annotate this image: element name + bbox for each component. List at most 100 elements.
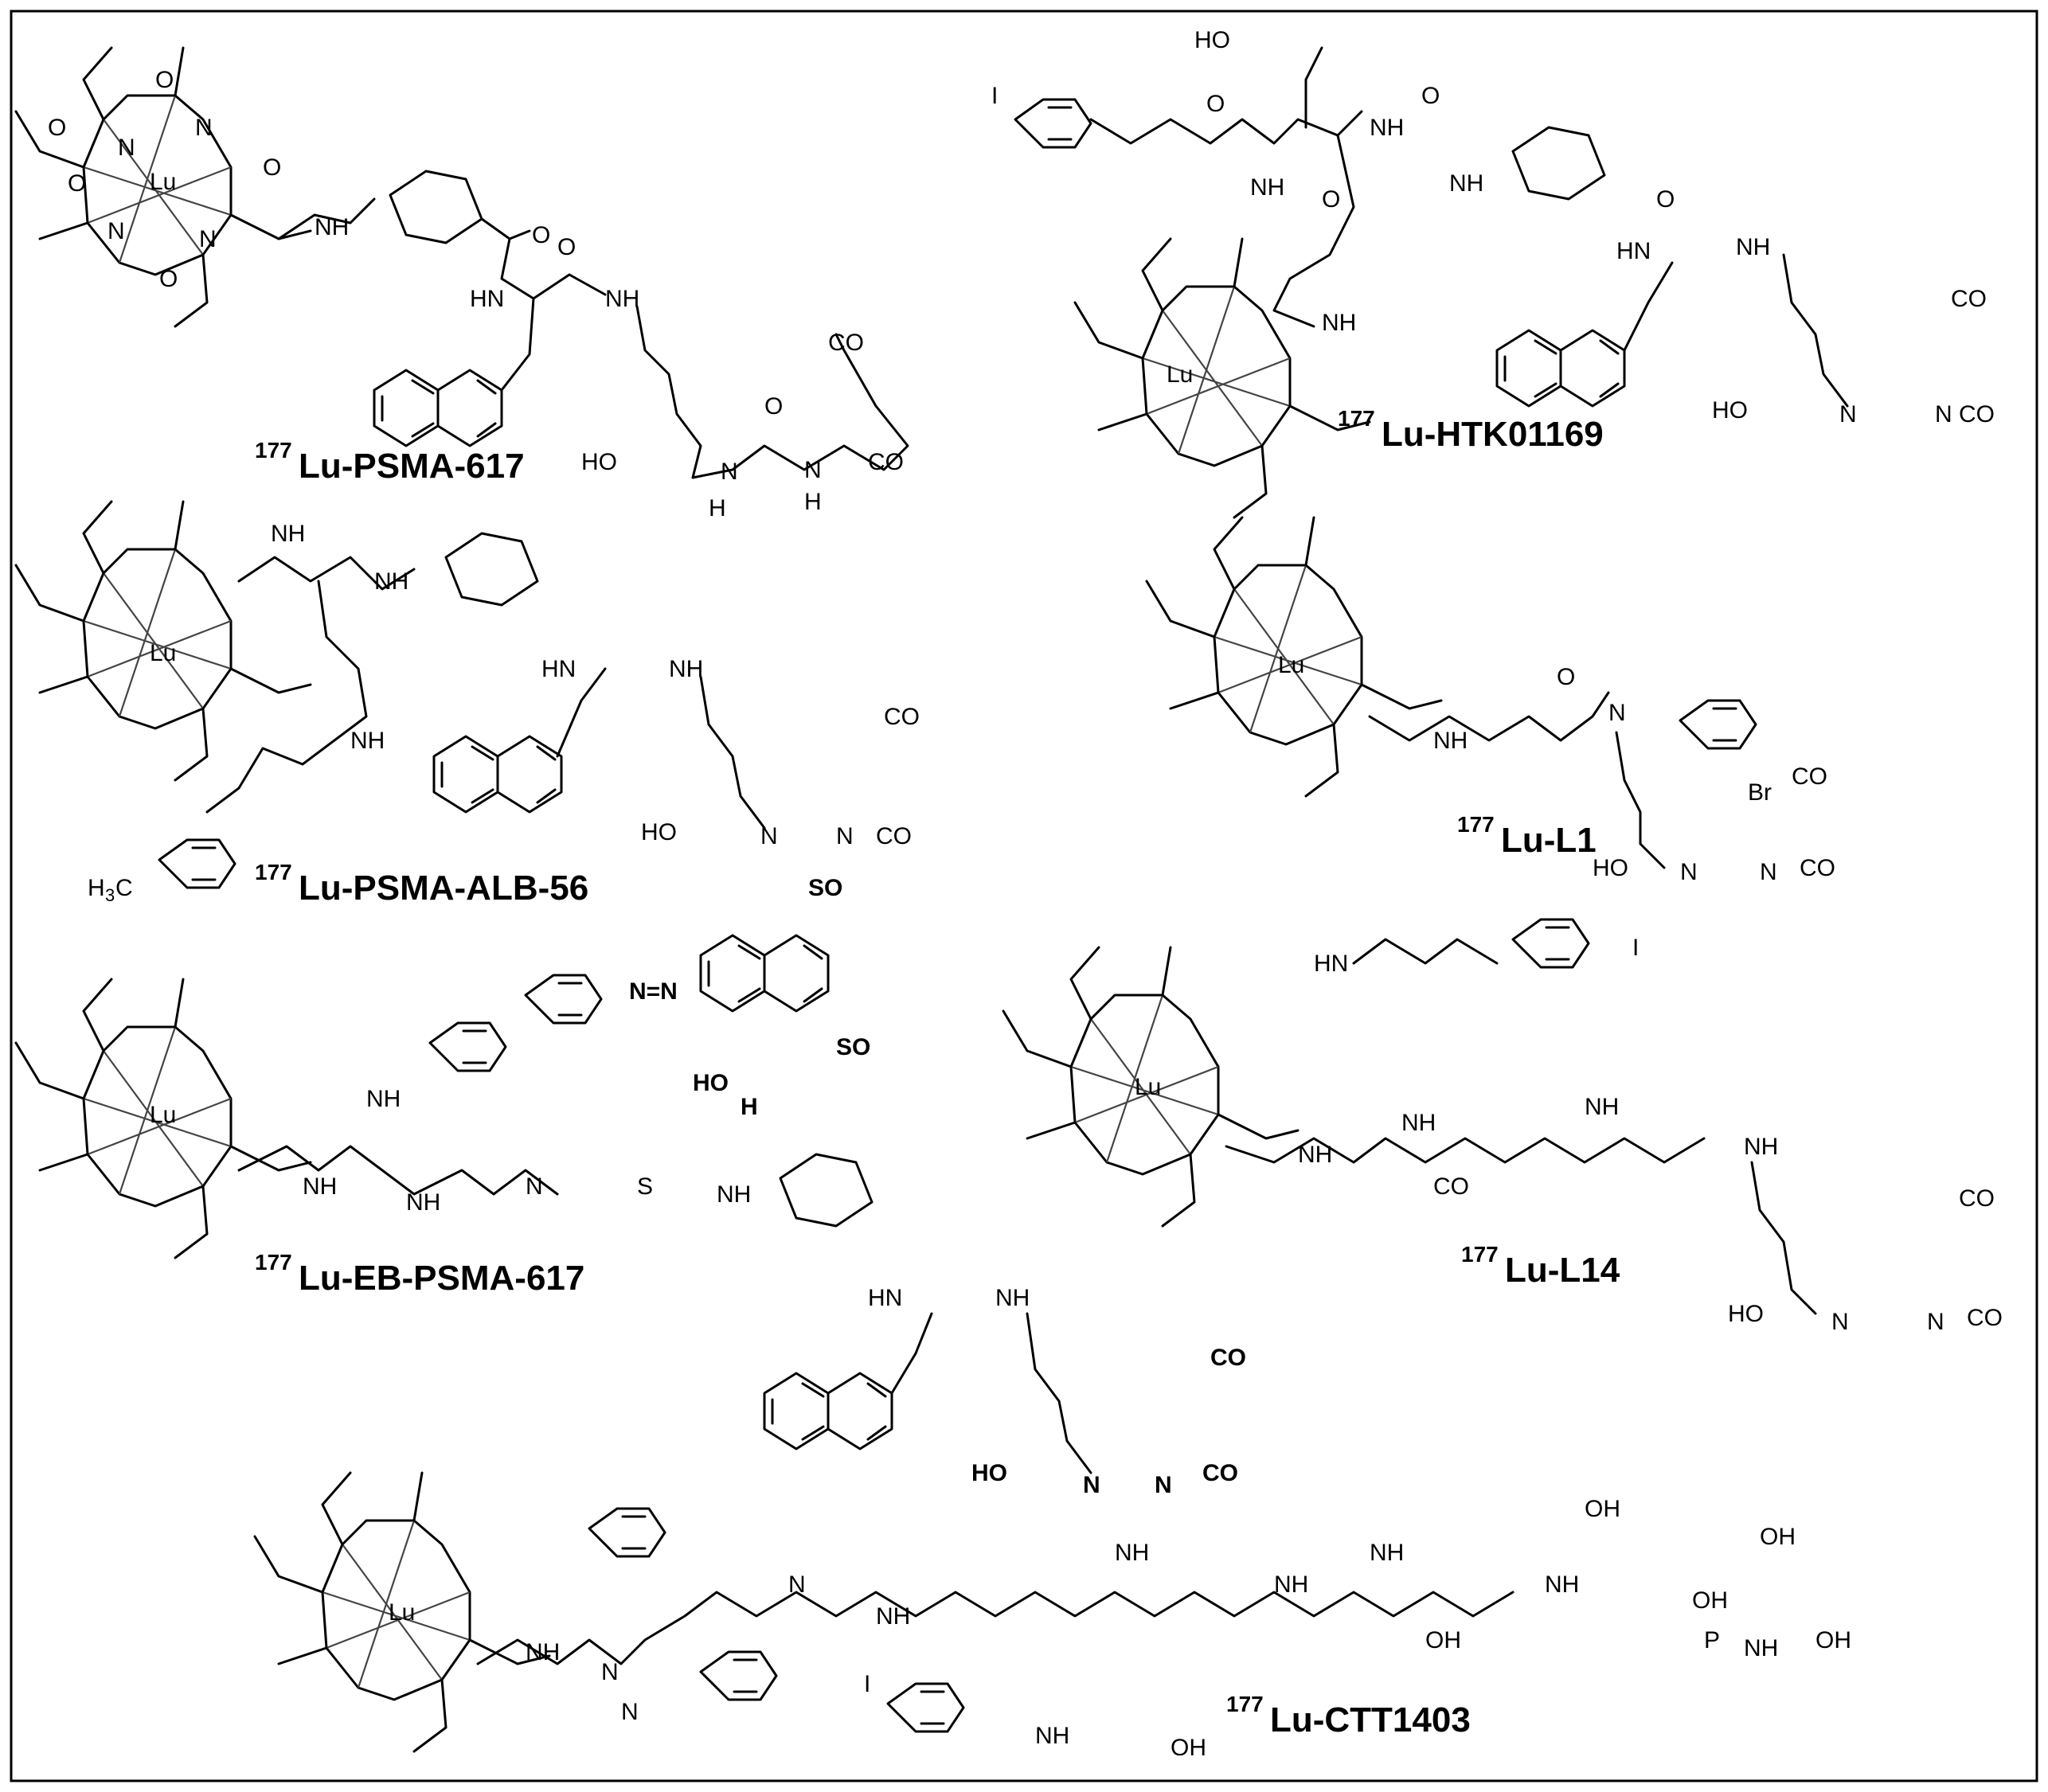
oh-label: OH	[1692, 1587, 1728, 1614]
nh-label: NH	[1433, 728, 1468, 754]
nh-label: NH	[406, 1189, 440, 1216]
oh-label: OH	[1815, 1627, 1851, 1653]
n-label: N	[1680, 859, 1698, 885]
o-label: O	[1322, 186, 1340, 213]
nh-label: NH	[350, 728, 385, 754]
so3h-label: SO	[836, 1034, 870, 1060]
n-label: N	[1927, 1309, 1944, 1335]
compound-name: Lu-HTK01169	[1382, 415, 1604, 454]
n-label: N	[195, 115, 213, 141]
lu-label: Lu	[1278, 652, 1304, 678]
o-label: O	[1206, 91, 1225, 117]
structure-eb-psma617: Lu N=N SO SO HO H NH NH NH N S NH HN NH …	[14, 875, 1246, 1498]
nh-label: NH	[303, 1173, 337, 1200]
isotope-label: 177	[255, 860, 292, 884]
nh-label: NH	[717, 1181, 751, 1208]
n-label: N	[1839, 401, 1857, 428]
nh-label: NH	[271, 521, 305, 547]
nh-label: NH	[995, 1285, 1030, 1311]
isotope-label: 177	[255, 438, 292, 463]
structure-ctt1403: Lu NH N N N NH NH NH NH NH OH OH P OH NH…	[253, 1471, 1851, 1761]
hn-label: HN	[470, 286, 504, 312]
structure-htk01169: I O NH HO O O NH NH Lu NH HN O NH CO HO …	[991, 27, 1995, 519]
nh-label: NH	[1545, 1571, 1579, 1598]
oh-label: HO	[1194, 27, 1230, 53]
ho2c: HO	[971, 1460, 1007, 1486]
nh-label: NH	[605, 286, 639, 312]
nh-label: NH	[1298, 1142, 1332, 1168]
nh-label: NH	[1744, 1635, 1778, 1661]
o-label: O	[263, 154, 281, 181]
oh-label: OH	[1585, 1496, 1620, 1522]
nh-label: NH	[1274, 1571, 1308, 1598]
methyl-label: H	[88, 875, 105, 901]
structure-l14: HN I Lu NH NH NH NH CO CO HO N N CO 177 …	[1002, 918, 2003, 1335]
o-label: O	[1421, 83, 1440, 109]
nh-label: NH	[669, 656, 703, 682]
structure-psma617: Lu N N N N O O O O O NH O HN O NH N N H …	[14, 46, 909, 521]
nh-label: NH	[1401, 1110, 1436, 1136]
o-label: O	[557, 234, 576, 260]
compound-name: Lu-PSMA-ALB-56	[299, 869, 588, 908]
isotope-label: 177	[1226, 1692, 1264, 1716]
lu-label: Lu	[150, 640, 176, 666]
o-label: O	[155, 67, 174, 93]
hn-label: NH	[1250, 174, 1284, 201]
nh-label: NH	[1322, 310, 1356, 336]
nh-label: NH	[1449, 170, 1483, 197]
n-label: N	[1083, 1472, 1100, 1498]
s-label: S	[637, 1173, 653, 1200]
co2h: CO	[1210, 1345, 1246, 1371]
o-label: O	[1557, 664, 1575, 690]
oh-label: OH	[1760, 1524, 1796, 1550]
lu-label: Lu	[1135, 1074, 1161, 1100]
n-label: N	[760, 823, 778, 849]
n-label: N	[804, 457, 822, 483]
ho2c: HO	[1593, 855, 1628, 881]
hn-label: HN	[1616, 238, 1651, 264]
hn-label: HN	[541, 656, 576, 682]
nh-label: NH	[876, 1603, 910, 1630]
co2h: CO	[1959, 1185, 1995, 1212]
lu-label: Lu	[150, 1102, 176, 1128]
nh-label: NH	[1736, 234, 1770, 260]
sub-3: 3	[105, 885, 115, 905]
methyl-c: C	[115, 875, 133, 901]
structure-l1: Lu NH O N Br CO HO N N CO 177 Lu-L1	[1145, 516, 1835, 885]
p-label: P	[1704, 1627, 1720, 1653]
n-label: N	[1760, 859, 1777, 885]
hn-label: HN	[1314, 951, 1348, 977]
o-label: O	[532, 222, 550, 248]
isotope-label: 177	[1457, 812, 1495, 837]
hn-label: HN	[868, 1285, 902, 1311]
n-label: N	[107, 218, 125, 244]
n-label: N	[118, 135, 135, 161]
nh-label: NH	[315, 214, 349, 240]
azo-label: N=N	[629, 978, 678, 1005]
ho2c: HO	[1712, 397, 1748, 424]
isotope-label: 177	[255, 1250, 292, 1275]
nh-label: NH	[1035, 1723, 1069, 1749]
co2h: CO	[1433, 1173, 1469, 1200]
hn-label: NH	[1370, 115, 1404, 141]
nh-label: NH	[366, 1086, 401, 1112]
co2h-r: CO	[876, 823, 912, 849]
co2h-top: CO	[828, 330, 864, 356]
structure-alb56: Lu NH NH NH H 3 C HN NH CO HO N N CO 177…	[14, 500, 920, 908]
n-label: N	[721, 459, 738, 485]
isotope-label: 177	[1461, 1242, 1499, 1267]
co2h: CO	[884, 704, 920, 730]
n-label: N	[836, 823, 854, 849]
compound-name: Lu-PSMA-617	[299, 447, 525, 486]
n-label: N	[526, 1173, 543, 1200]
compound-name: Lu-L14	[1505, 1251, 1620, 1290]
co2h-right: CO	[868, 449, 904, 475]
nh-label: NH	[1585, 1094, 1619, 1120]
nh-label: NH	[1744, 1134, 1778, 1160]
n-label: N	[1935, 401, 1952, 428]
co2h-r: CO	[1959, 401, 1995, 428]
n-label: N	[601, 1659, 619, 1685]
compound-name: Lu-CTT1403	[1270, 1700, 1471, 1739]
oh-label: OH	[1171, 1735, 1206, 1761]
